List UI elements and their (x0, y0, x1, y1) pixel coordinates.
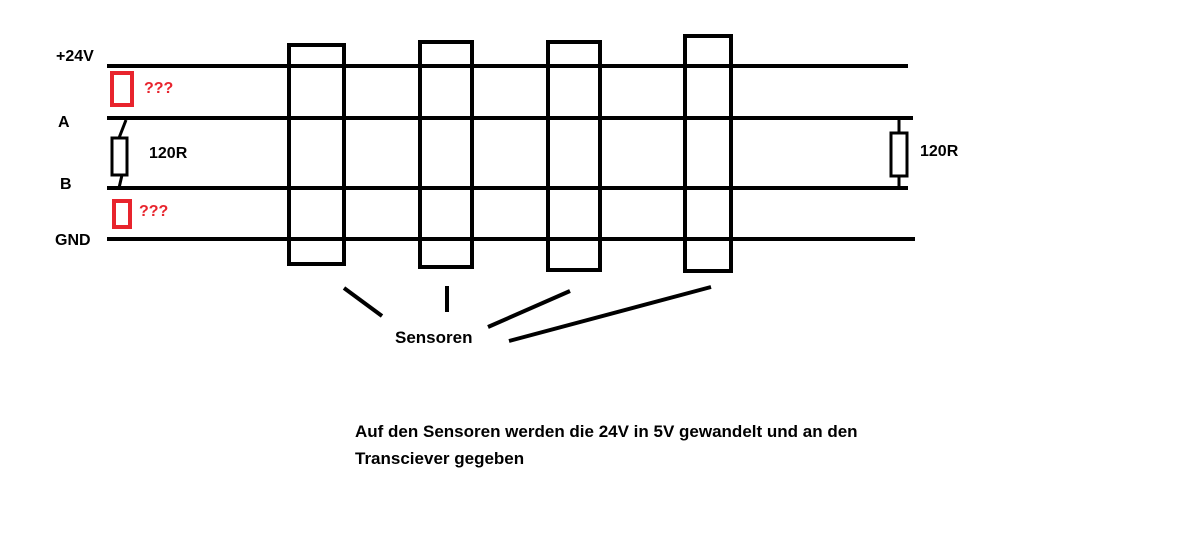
unknown-component-bottom (112, 199, 132, 229)
label-a: A (58, 114, 70, 131)
label-gnd: GND (55, 232, 91, 249)
left-resistor-lead-bottom (117, 174, 124, 189)
label-b: B (60, 176, 72, 193)
left-termination-resistor (110, 136, 129, 177)
unknown-label-bottom: ??? (139, 203, 169, 220)
explanation-note-line-1: Auf den Sensoren werden die 24V in 5V ge… (355, 422, 858, 441)
unknown-label-top: ??? (144, 80, 174, 97)
unknown-component-top (110, 71, 134, 107)
explanation-note-line-2: Transciever gegeben (355, 449, 525, 468)
left-resistor-label: 120R (149, 145, 188, 162)
sensor-module-4 (683, 34, 733, 273)
right-resistor-label: 120R (920, 143, 959, 160)
sensors-label: Sensoren (395, 328, 473, 347)
pointer-line-sensor-1 (342, 286, 384, 318)
pointer-line-sensor-4 (508, 285, 712, 343)
left-resistor-lead-top (117, 119, 128, 139)
right-termination-resistor (889, 131, 909, 178)
sensor-module-1 (287, 43, 346, 266)
sensor-module-2 (418, 40, 474, 269)
label-plus24v: +24V (56, 48, 94, 65)
pointer-line-sensor-3 (487, 289, 571, 329)
sensor-module-3 (546, 40, 602, 272)
explanation-note: Auf den Sensoren werden die 24V in 5V ge… (355, 418, 858, 472)
